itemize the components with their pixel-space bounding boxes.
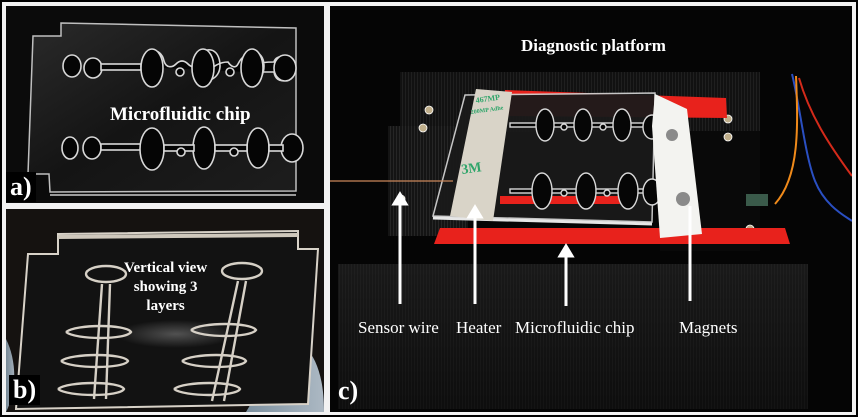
tape-print-text: 200MP Adhe <box>470 105 504 116</box>
arrow-head-chip <box>557 243 575 258</box>
panel-a-title: Microfluidic chip <box>110 104 251 125</box>
panel-b-title-line: showing 3 <box>133 279 198 295</box>
panel-b-title: Vertical view showing 3 layers <box>124 259 207 316</box>
panel-a-microfluidic-chip-photo: Microfluidic chip a) <box>6 6 324 203</box>
callout-sensor-wire: Sensor wire <box>358 318 439 337</box>
wire-blue <box>791 73 852 222</box>
tape-print-text: 3M <box>460 160 482 178</box>
channel-row-top <box>62 48 297 88</box>
panel-b-title-line: Vertical view <box>124 260 208 276</box>
red-frame-bottom <box>434 228 790 244</box>
panel-c-letter: c) <box>338 376 359 405</box>
platform-illustration: 467MP 200MP Adhe 3M <box>330 72 852 409</box>
vertical-view-illustration <box>6 229 324 412</box>
chip-edge <box>432 216 653 226</box>
panel-b-title-line: layers <box>146 298 185 314</box>
callout-arrows <box>391 191 692 306</box>
stacked-channels-left <box>57 264 133 400</box>
stacked-channels-right <box>173 261 264 402</box>
magnets <box>666 129 690 206</box>
callout-magnets: Magnets <box>679 318 738 337</box>
panel-a-letter: a) <box>6 172 36 202</box>
panel-c-diagnostic-platform-photo: 467MP 200MP Adhe 3M <box>330 6 852 412</box>
arrow-head-heater <box>466 204 484 219</box>
plate-top-edge <box>57 233 299 239</box>
panel-c-title: Diagnostic platform <box>521 36 666 55</box>
chip-photo-illustration <box>27 22 304 196</box>
arrow-head-sensor-wire <box>391 191 409 206</box>
tape-print: 467MP 200MP Adhe 3M <box>460 93 504 178</box>
heater-tape <box>450 89 512 221</box>
wire-red <box>798 77 852 177</box>
wire-orange <box>774 75 799 205</box>
panel-b-letter: b) <box>9 375 41 405</box>
sensor-connector <box>746 194 768 206</box>
callout-microfluidic-chip: Microfluidic chip <box>515 318 635 337</box>
tape-print-text: 467MP <box>475 93 501 105</box>
magnet-block <box>652 94 702 238</box>
panel-b-vertical-view-photo: Vertical view showing 3 layers b) <box>6 209 324 412</box>
callout-heater: Heater <box>456 318 502 337</box>
acrylic-plate <box>14 229 320 411</box>
chip-channels-bottom <box>509 172 662 210</box>
housing-fins <box>338 264 808 409</box>
glare <box>116 320 236 348</box>
chip-channels-top <box>509 108 662 142</box>
channel-row-bottom <box>61 126 304 171</box>
red-strip-under-chip <box>500 196 620 204</box>
